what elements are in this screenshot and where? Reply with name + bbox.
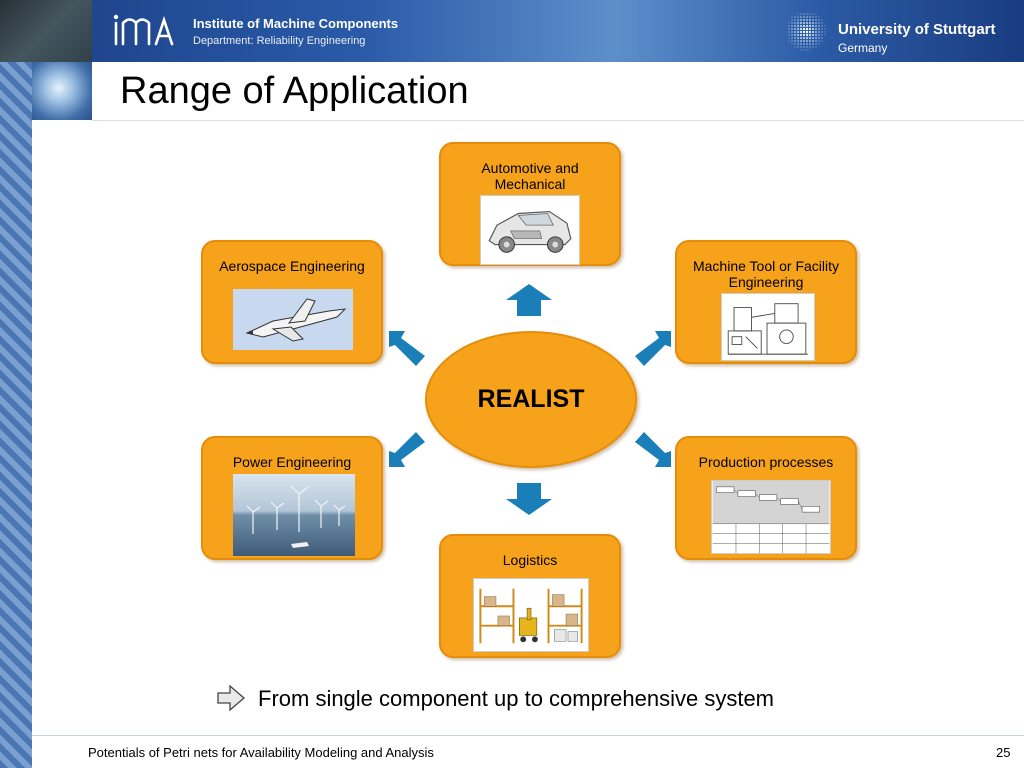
warehouse-image <box>473 578 589 652</box>
department-name: Department: Reliability Engineering <box>193 35 366 47</box>
institute-name: Institute of Machine Components <box>193 16 399 31</box>
title-divider <box>92 120 1024 121</box>
box-aerospace: Aerospace Engineering <box>201 240 383 364</box>
left-decorative-strip <box>0 62 32 768</box>
box-automotive: Automotive and Mechanical Engineering <box>439 142 621 266</box>
box-logistics: Logistics <box>439 534 621 658</box>
box-power-label: Power Engineering <box>232 454 352 470</box>
slide-title: Range of Application <box>120 70 469 112</box>
page-number: 25 <box>996 745 1011 760</box>
footer-title: Potentials of Petri nets for Availabilit… <box>88 745 434 760</box>
hollow-arrow-icon <box>217 684 245 712</box>
space-shuttle-image <box>233 289 353 350</box>
university-logo-icon <box>788 13 826 51</box>
box-machine-tool: Machine Tool or Facility Engineering <box>675 240 857 364</box>
arrow-upper-right-icon <box>635 331 671 366</box>
arrow-up-icon <box>506 284 552 316</box>
machine-tool-image <box>721 293 815 361</box>
realist-center: REALIST <box>425 331 637 468</box>
arrow-lower-right-icon <box>635 432 671 467</box>
box-logistics-label: Logistics <box>502 552 558 568</box>
header-corner-image <box>0 0 92 62</box>
university-name: University of Stuttgart <box>838 21 996 38</box>
box-machine-tool-label: Machine Tool or Facility Engineering <box>692 258 840 290</box>
arrow-down-icon <box>506 483 552 515</box>
box-power: Power Engineering <box>201 436 383 560</box>
process-diagram-image <box>711 480 831 554</box>
arrow-upper-left-icon <box>389 331 425 366</box>
box-production-label: Production processes <box>698 454 834 470</box>
ima-logo-icon <box>113 14 174 46</box>
university-country: Germany <box>838 41 888 55</box>
left-decorative-image <box>32 62 92 120</box>
summary-note: From single component up to comprehensiv… <box>258 686 775 711</box>
realist-label: REALIST <box>477 385 585 413</box>
car-image <box>480 195 580 265</box>
wind-farm-image <box>233 474 355 556</box>
box-production: Production processes <box>675 436 857 560</box>
header-band <box>0 0 1024 62</box>
arrow-lower-left-icon <box>389 432 425 467</box>
box-aerospace-label: Aerospace Engineering <box>219 258 365 274</box>
footer-divider <box>32 735 1024 736</box>
